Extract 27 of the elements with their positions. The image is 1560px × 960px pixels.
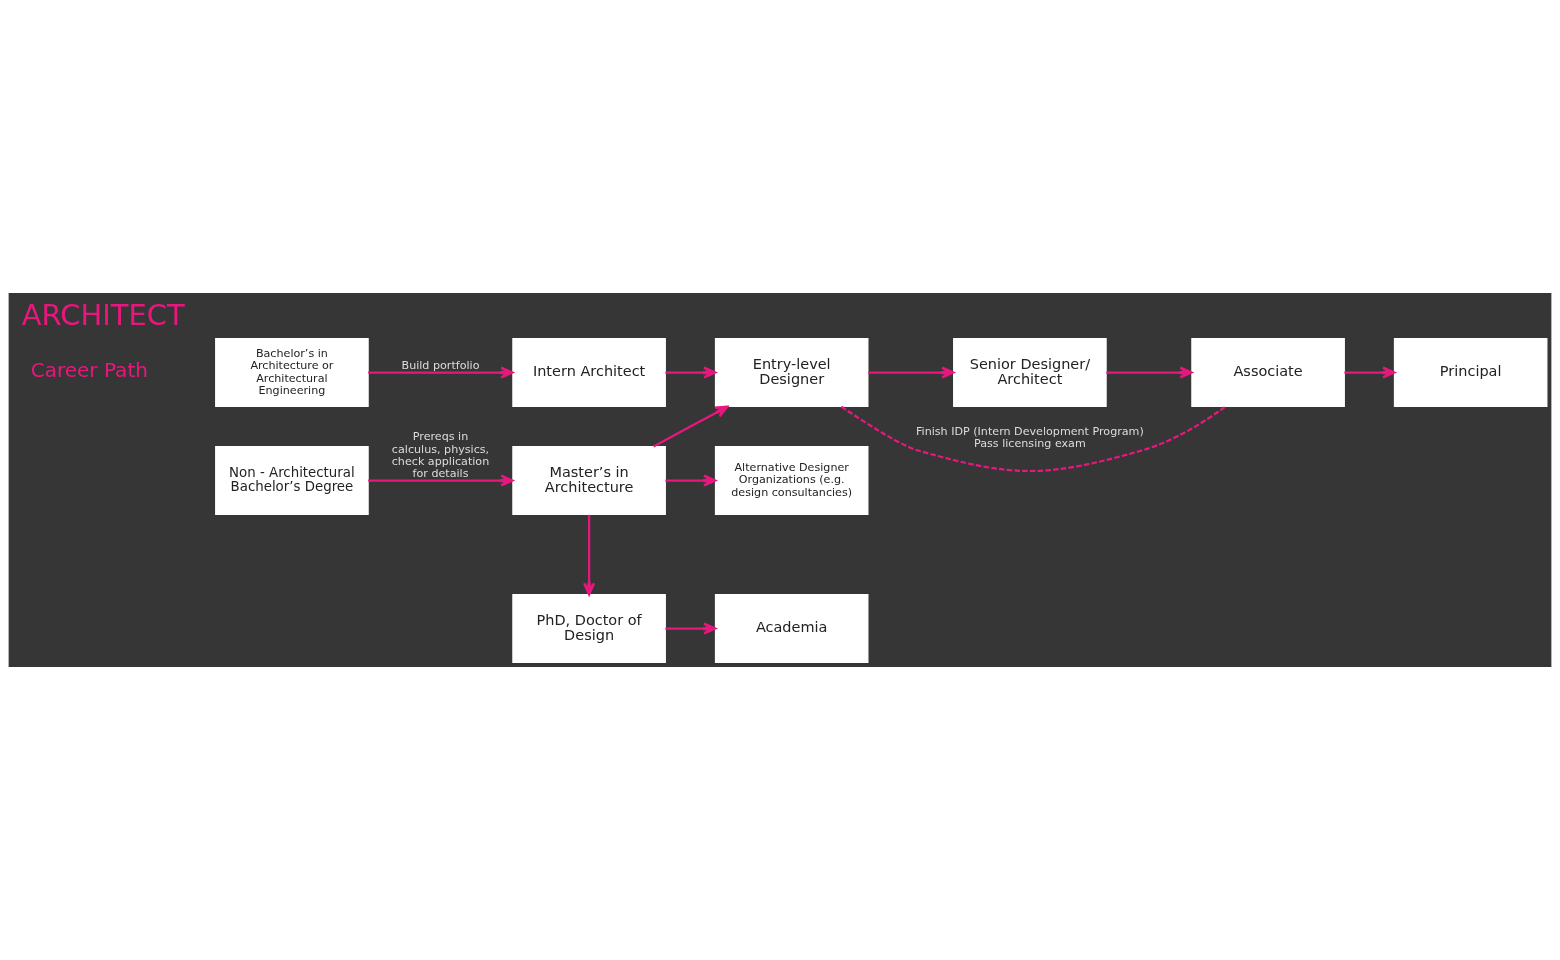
node-box: Bachelor’s in Architecture or Architectural Engineering	[215, 338, 369, 408]
arrow	[665, 474, 717, 487]
node-box: Master’s in Architecture	[512, 446, 666, 516]
arrow	[368, 474, 514, 487]
node-box: Intern Architect	[512, 338, 666, 408]
node-box: Non - Architectural Bachelor’s Degree	[215, 446, 369, 516]
label: Career Path	[30, 358, 148, 383]
node-box: Entry-level Designer	[714, 338, 869, 408]
arrow	[665, 622, 717, 635]
node-box: Senior Designer/ Architect	[953, 338, 1107, 408]
edge-label: Prereqs in calculus, physics, check application for details	[391, 430, 490, 481]
node-box: PhD, Doctor of Design	[512, 594, 666, 664]
node-box: Alternative Designer Organizations (e.g. design consultancies)	[714, 446, 869, 516]
arrow	[1344, 366, 1396, 379]
node-box: Associate	[1191, 338, 1345, 408]
diagram-title: ARCHITECT	[21, 298, 185, 333]
arrow	[583, 514, 596, 596]
connector	[840, 405, 1227, 473]
arrow	[868, 366, 955, 379]
node-box: Academia	[714, 594, 869, 664]
arrow	[368, 366, 514, 379]
arrow	[1106, 366, 1193, 379]
node-box: Principal	[1393, 338, 1548, 408]
edge-label: Finish IDP (Intern Development Program) Pass licensing exam	[915, 424, 1144, 451]
arrow	[653, 405, 729, 448]
arrow	[665, 366, 717, 379]
edge-label: Build portfolio	[401, 359, 480, 373]
